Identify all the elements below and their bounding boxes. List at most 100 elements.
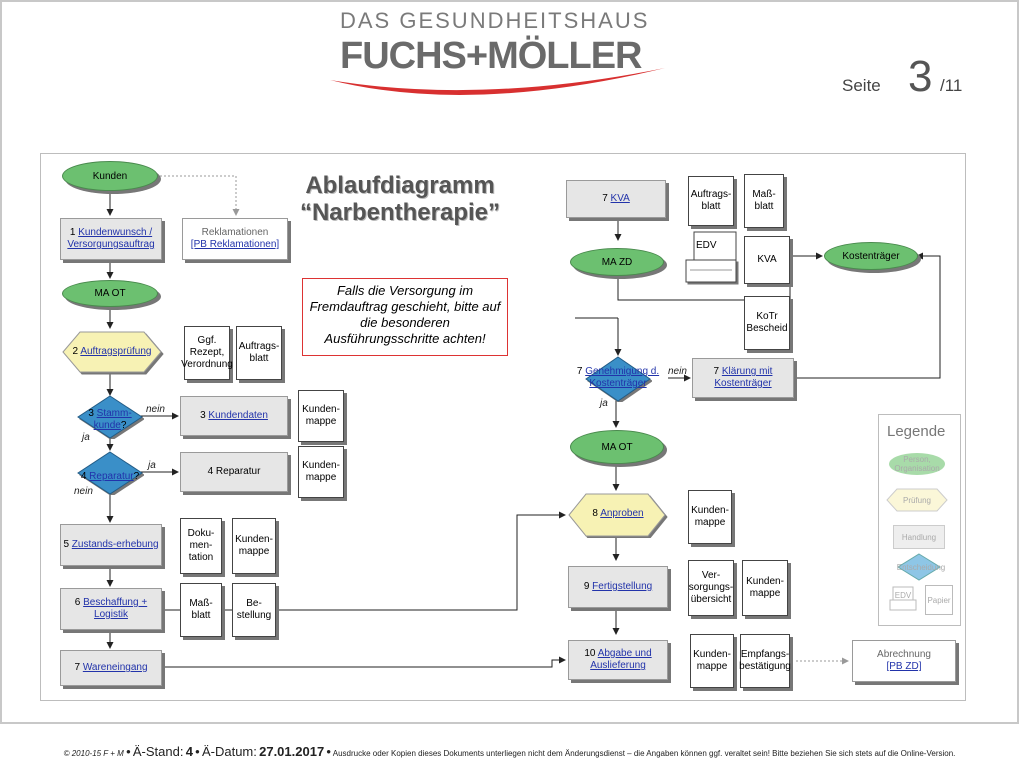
step10-num: 10: [584, 648, 596, 659]
step7-link[interactable]: Wareneingang: [82, 662, 148, 673]
klaerung-link[interactable]: Klärung mit Kostenträger: [714, 366, 773, 389]
klaerung-box: 7 Klärung mit Kostenträger: [692, 358, 794, 398]
genehmigung-text: 7 Genehmigung d. Kostenträger: [568, 366, 668, 390]
brand-line1: DAS GESUNDHEITSHAUS: [340, 8, 650, 33]
reklamationen-label: Reklamationen: [201, 227, 269, 238]
step3q-link[interactable]: Stamm-kunde: [93, 408, 132, 431]
step8-link[interactable]: Anproben: [600, 508, 644, 519]
page-frame: [0, 0, 1019, 724]
footer-stand-label: Ä-Stand:: [132, 744, 184, 759]
label-nein-4: nein: [74, 486, 93, 497]
ma-ot-oval-right: MA OT: [570, 430, 664, 464]
legend-edv-icon: [889, 586, 917, 611]
footer-datum-label: Ä-Datum:: [201, 744, 257, 759]
step7-box: 7 Wareneingang: [60, 650, 162, 686]
doc-kundenmappe-5: Kunden-mappe: [232, 518, 276, 574]
kostentraeger-oval: Kostenträger: [824, 242, 918, 270]
klaerung-num: 7: [713, 366, 720, 377]
legend-entscheidung: Entscheidung: [896, 562, 946, 572]
doc-rezept: Ggf. Rezept, Verordnung: [181, 326, 233, 380]
doc-kotr-bescheid: KoTr Bescheid: [744, 296, 790, 350]
doc-dokumentation: Doku-men-tation: [180, 518, 222, 574]
legend-pruefung-shape: [886, 488, 948, 512]
legend-title: Legende: [887, 423, 946, 440]
step9-link[interactable]: Fertigstellung: [592, 581, 653, 592]
legend-entscheidung-diamond: [897, 553, 941, 581]
step4-box: 4 Reparatur: [180, 452, 288, 492]
step2-link[interactable]: Auftragsprüfung: [80, 346, 152, 357]
legend-edv: EDV: [894, 590, 912, 600]
fremdauftrag-note: Falls die Versorgung im Fremdauftrag ges…: [302, 278, 508, 356]
ma-zd-oval: MA ZD: [570, 248, 664, 276]
diagram-title-line2: “Narbentherapie”: [299, 199, 501, 226]
legend-pruefung: Prüfung: [902, 495, 932, 505]
edv-computer-icon: [685, 231, 737, 283]
step8-num: 8: [592, 508, 598, 519]
step1-link[interactable]: Kundenwunsch / Versorgungsauftrag: [67, 227, 155, 250]
genehmigung-link[interactable]: Genehmigung d. Kostenträger: [585, 366, 660, 389]
step5-num: 5: [63, 539, 70, 550]
reklamationen-box: Reklamationen[PB Reklamationen]: [182, 218, 288, 260]
step1-num: 1: [69, 227, 76, 238]
step7-num: 7: [74, 662, 81, 673]
page-number: 3: [908, 52, 933, 101]
doc-kundenmappe-3: Kunden-mappe: [298, 390, 344, 442]
legend-papier: Papier: [925, 585, 953, 615]
abrechnung-link[interactable]: [PB ZD]: [886, 661, 922, 672]
doc-kundenmappe-9: Kunden-mappe: [742, 560, 788, 616]
step9-box: 9 Fertigstellung: [568, 566, 668, 608]
step3q-text: 3 Stamm-kunde?: [80, 408, 140, 432]
step3-num: 3: [200, 410, 206, 421]
brand-swoosh-icon: [330, 68, 665, 95]
footer-disclaimer: Ausdrucke oder Kopien dieses Dokuments u…: [332, 749, 956, 758]
step5-link[interactable]: Zustands-erhebung: [71, 539, 159, 550]
step8-text: 8 Anproben: [568, 508, 668, 520]
ma-ot-oval-left: MA OT: [62, 280, 158, 307]
footer-datum-value: 27.01.2017: [259, 744, 325, 759]
step10-link[interactable]: Abgabe und Auslieferung: [590, 648, 652, 671]
kunden-oval: Kunden: [62, 161, 158, 191]
doc-auftragsblatt-right: Auftrags-blatt: [688, 176, 734, 226]
kva-box: 7 KVA: [566, 180, 666, 218]
step9-num: 9: [583, 581, 590, 592]
genehmigung-num: 7: [576, 366, 583, 377]
doc-massblatt-right: Maß-blatt: [744, 174, 784, 228]
genehmigung-entscheidung-diamond: [585, 356, 651, 402]
step4-entscheidung-diamond: [77, 451, 143, 495]
step6-box: 6 Beschaffung + Logistik: [60, 588, 162, 630]
doc-auftragsblatt-left: Auftrags-blatt: [236, 326, 282, 380]
kva-link[interactable]: KVA: [610, 193, 630, 204]
step3-link[interactable]: Kundendaten: [208, 410, 268, 421]
step6-num: 6: [74, 597, 81, 608]
label-nein-genehmigung: nein: [668, 366, 687, 377]
label-ja-3: ja: [82, 432, 90, 443]
legend-person: Person, Organisation: [889, 453, 945, 475]
step6-link[interactable]: Beschaffung + Logistik: [83, 597, 148, 620]
step2-text: 2 Auftragsprüfung: [62, 346, 162, 358]
label-ja-4: ja: [148, 460, 156, 471]
step4q-text: 4 Reparatur?: [72, 471, 148, 483]
reklamationen-link[interactable]: [PB Reklamationen]: [190, 239, 280, 250]
doc-bestellung: Be-stellung: [232, 583, 276, 637]
step4q-num: 4: [80, 471, 87, 482]
doc-kva: KVA: [744, 236, 790, 284]
doc-kundenmappe-8: Kunden-mappe: [688, 490, 732, 544]
label-ja-genehmigung: ja: [600, 398, 608, 409]
diagram-title-line1: Ablaufdiagramm: [305, 172, 495, 199]
step4q-suffix: ?: [133, 471, 140, 482]
brand-line2: FUCHS+MÖLLER: [340, 35, 642, 77]
step2-num: 2: [72, 346, 79, 357]
legend: Legende Person, Organisation Prüfung Han…: [878, 414, 961, 626]
diagram-title: Ablaufdiagramm “Narbentherapie”: [280, 172, 520, 226]
doc-empfangsbestaetigung: Empfangs-bestätigung: [739, 634, 791, 688]
page-total: /11: [940, 76, 963, 95]
abrechnung-label: Abrechnung: [877, 649, 931, 660]
kva-num: 7: [602, 193, 608, 204]
footer-stand-value: 4: [185, 744, 193, 759]
label-nein-3: nein: [146, 404, 165, 415]
step4q-link[interactable]: Reparatur: [89, 471, 134, 482]
step5-box: 5 Zustands-erhebung: [60, 524, 162, 566]
doc-kundenmappe-10: Kunden-mappe: [690, 634, 734, 688]
doc-kundenmappe-4: Kunden-mappe: [298, 446, 344, 498]
